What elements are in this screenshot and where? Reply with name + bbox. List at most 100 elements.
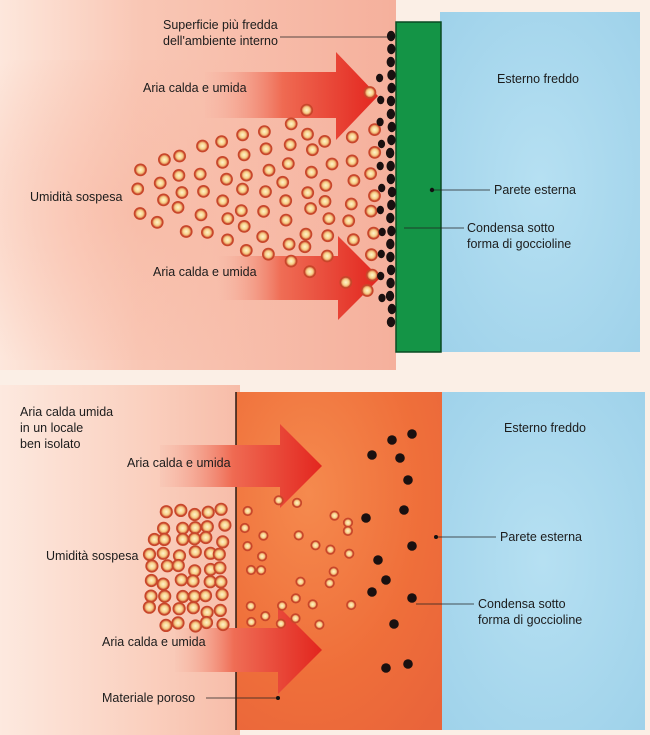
condensation-droplet-icon [367,450,377,460]
vapor-droplet-icon [171,200,185,214]
vapor-droplet-icon [194,208,208,222]
vapor-droplet-icon [187,532,202,546]
vapor-droplet-icon [133,207,147,220]
bottom-air-upper-label: Aria calda e umida [127,456,231,470]
vapor-droplet-icon [364,167,377,180]
vapor-droplet-icon [242,540,253,552]
condensation-droplet-icon [386,238,395,250]
vapor-droplet-icon [186,601,200,615]
condensation-droplet-icon [386,251,395,263]
vapor-droplet-icon [199,530,213,545]
condensation-droplet-icon [386,95,396,107]
vapor-droplet-icon [279,194,293,208]
top-air-lower-label: Aria calda e umida [153,265,257,279]
bottom-humidity-label: Umidità sospesa [46,549,138,563]
vapor-droplet-icon [260,610,271,622]
vapor-droplet-icon [158,589,172,603]
vapor-droplet-icon [293,530,304,541]
vapor-droplet-icon [216,617,230,632]
vapor-droplet-icon [142,547,157,562]
vapor-droplet-icon [175,186,189,199]
vapor-droplet-icon [304,202,317,215]
vapor-droplet-icon [159,505,173,519]
vapor-droplet-icon [257,125,271,139]
vapor-droplet-icon [301,186,315,200]
vapor-droplet-icon [216,535,230,549]
condensation-droplet-icon [376,161,384,171]
condensation-droplet-icon [403,659,413,669]
vapor-droplet-icon [215,135,228,148]
vapor-droplet-icon [156,546,170,560]
vapor-droplet-icon [325,157,339,171]
condensation-droplet-icon [367,587,377,597]
vapor-droplet-icon [188,545,202,559]
vapor-droplet-icon [290,613,301,624]
condensation-droplet-icon [403,475,413,485]
vapor-droplet-icon [160,559,174,573]
condensation-droplet-icon [373,555,383,565]
bottom-condensation-droplets [361,429,417,673]
vapor-droplet-icon [187,589,201,603]
vapor-droplet-icon [345,154,359,168]
condensation-droplet-icon [386,108,396,120]
vapor-droplet-icon [364,248,378,262]
vapor-droplet-icon [157,153,171,166]
vapor-droplet-icon [246,616,257,628]
condensation-droplet-icon [387,82,396,94]
vapor-droplet-icon [284,254,298,268]
vapor-droplet-icon [214,575,228,589]
top-wall-label: Parete esterna [494,183,576,197]
condensation-droplet-icon [387,69,396,81]
bottom-porous-label: Materiale poroso [102,691,195,705]
condensation-droplet-icon [385,147,395,159]
condensation-droplet-icon [386,277,395,289]
vapor-droplet-icon [215,587,229,602]
bottom-condensation-label-line1: Condensa sotto [478,597,566,611]
vapor-droplet-icon [363,86,377,99]
top-upper-warm-air-arrow-icon [205,52,378,140]
vapor-droplet-icon [134,163,147,177]
vapor-droplet-icon [259,142,273,156]
vapor-droplet-icon [221,212,235,225]
top-condensation-label-line2: forma di goccioline [467,237,571,251]
bottom-wall-label: Parete esterna [500,530,582,544]
vapor-droplet-icon [203,575,217,589]
vapor-droplet-icon [301,127,314,141]
vapor-droplet-icon [303,265,317,279]
top-lower-warm-air-arrow-icon [215,236,380,320]
vapor-droplet-icon [145,559,159,573]
vapor-droplet-icon [153,176,167,190]
top-vapor-cloud [131,86,382,297]
bottom-wall-leader-dot [434,535,438,539]
vapor-droplet-icon [213,561,227,575]
vapor-droplet-icon [282,237,296,251]
bottom-outside-label: Esterno freddo [504,421,586,435]
vapor-droplet-icon [298,240,312,254]
top-surface-label-line2: dell'ambiente interno [163,34,278,48]
condensation-droplet-icon [361,513,371,523]
vapor-droplet-icon [261,247,275,261]
vapor-droplet-icon [171,558,185,573]
condensation-droplet-icon [381,575,391,585]
vapor-droplet-icon [198,588,213,603]
vapor-droplet-icon [179,225,193,238]
vapor-droplet-icon [345,130,359,144]
vapor-droplet-icon [305,143,319,157]
vapor-droplet-icon [221,233,234,247]
vapor-droplet-icon [157,602,171,616]
condensation-droplet-icon [386,173,396,185]
bottom-room-label-line2: in un locale [20,421,83,435]
vapor-droplet-icon [368,123,381,137]
vapor-droplet-icon [218,518,232,532]
vapor-droplet-icon [281,157,295,170]
vapor-droplet-icon [262,163,276,177]
top-panel: Superficie più fredda dell'ambiente inte… [0,0,640,370]
vapor-droplet-icon [283,138,297,152]
vapor-droplet-icon [236,182,249,196]
top-air-upper-label: Aria calda e umida [143,81,247,95]
vapor-droplet-icon [200,520,214,534]
bottom-room-label-line3: ben isolato [20,437,81,451]
vapor-droplet-icon [319,178,333,192]
condensation-droplet-icon [387,134,396,146]
vapor-droplet-icon [186,574,200,588]
